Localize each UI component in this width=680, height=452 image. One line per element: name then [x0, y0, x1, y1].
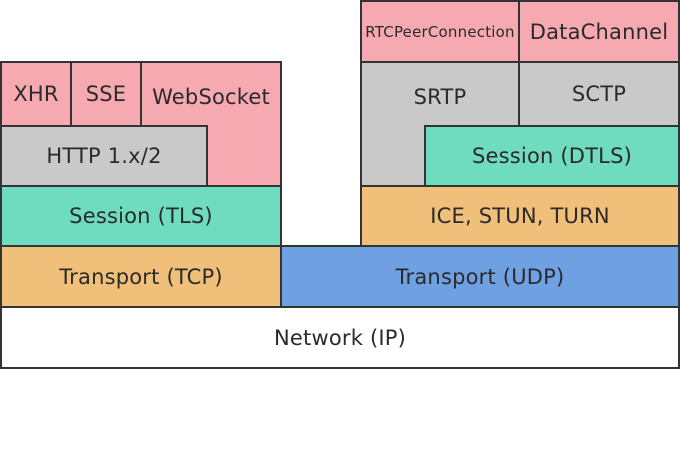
network-ip-block: Network (IP): [0, 306, 680, 369]
sse-block: SSE: [70, 61, 142, 127]
http-block: HTTP 1.x/2: [0, 125, 208, 187]
xhr-block: XHR: [0, 61, 72, 127]
ice-stun-turn-block: ICE, STUN, TURN: [360, 185, 680, 247]
sctp-block: SCTP: [518, 61, 680, 127]
session-tls-block: Session (TLS): [0, 185, 282, 247]
transport-tcp-block: Transport (TCP): [0, 245, 282, 308]
data-channel-block: DataChannel: [518, 0, 680, 63]
session-dtls-block: Session (DTLS): [424, 125, 680, 187]
rtc-peer-connection-block: RTCPeerConnection: [360, 0, 520, 63]
transport-udp-block: Transport (UDP): [280, 245, 680, 308]
